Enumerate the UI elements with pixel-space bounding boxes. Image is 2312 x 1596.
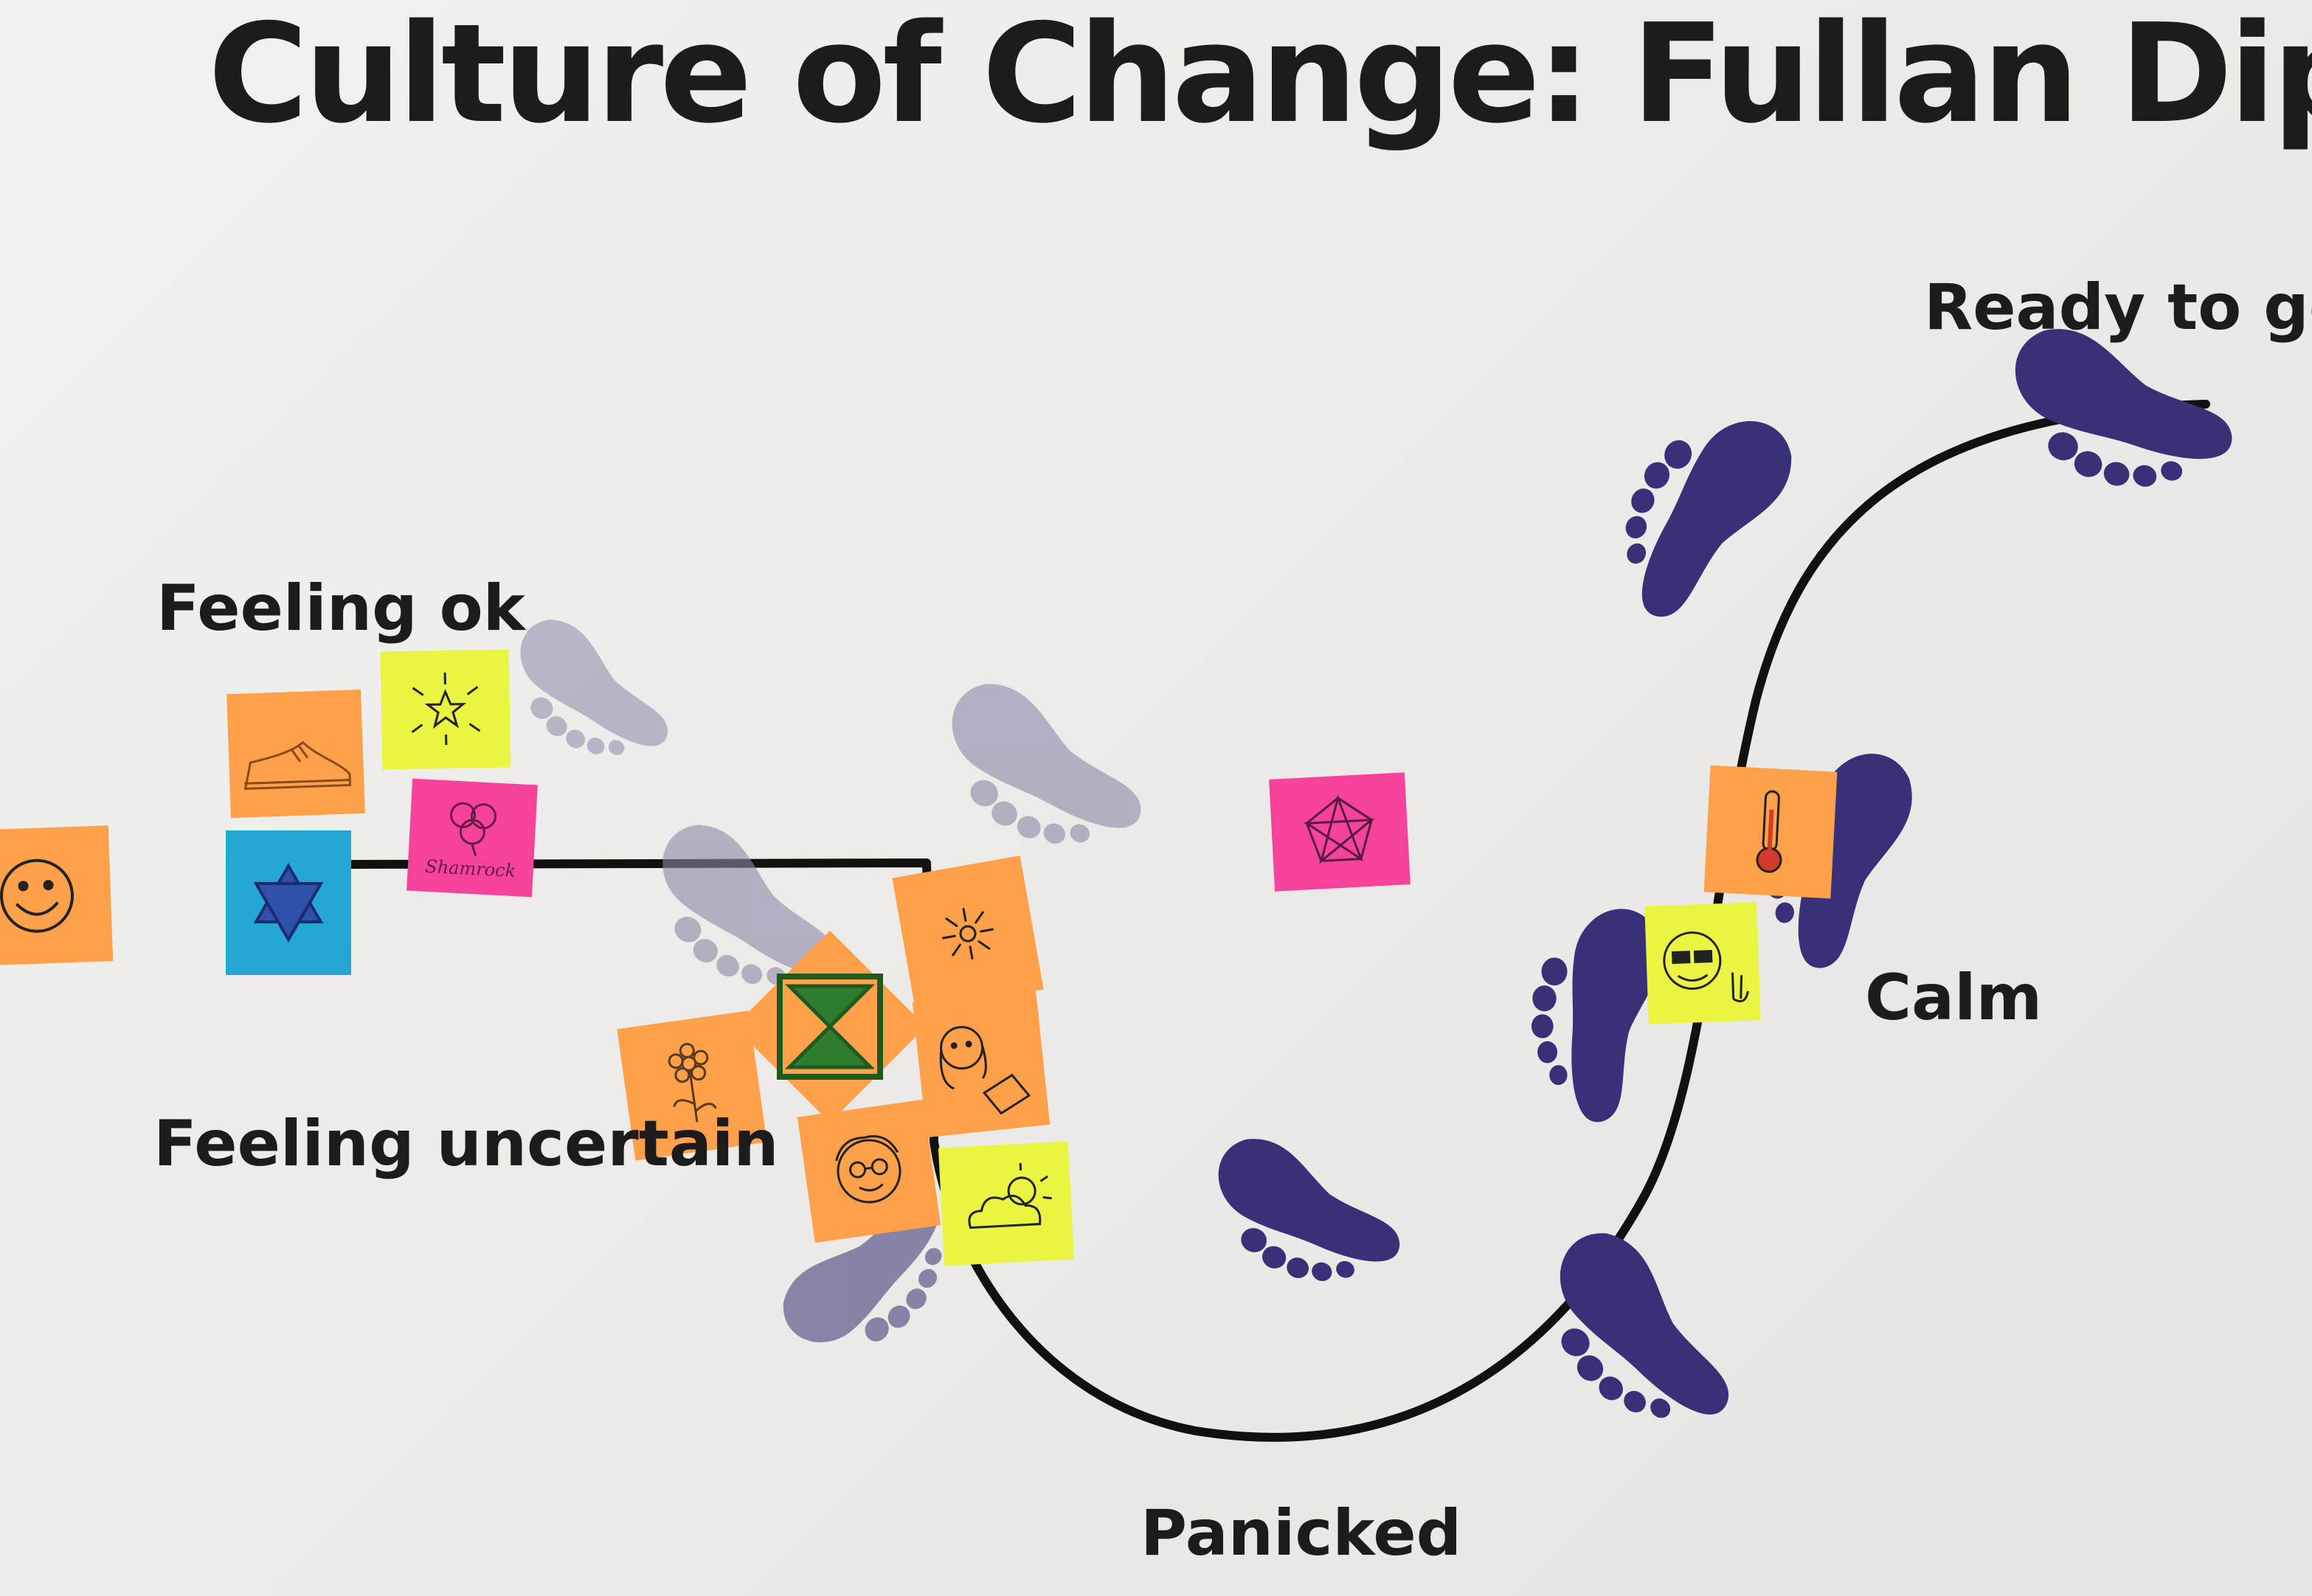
sticky-note-star-of-david [226, 830, 351, 975]
sunglasses-face-icon [1663, 931, 1749, 1002]
poster-title: Culture of Change: Fullan Dip [208, 0, 2312, 153]
girl-with-book-icon [939, 1026, 1031, 1115]
hourglass-icon [777, 974, 883, 1080]
sticky-note-cool-emoji [1644, 902, 1761, 1024]
sticky-note-hourglass [733, 930, 927, 1123]
smiley-icon [0, 858, 75, 933]
thermometer-icon [1756, 790, 1782, 873]
fullan-dip-curve [348, 400, 2210, 1442]
face-with-glasses-icon [835, 1135, 901, 1204]
sticky-note-sun [892, 856, 1044, 1012]
shamrock-note-text: Shamrock [425, 856, 516, 881]
footprint-icon [918, 670, 1166, 878]
stage-label-feeling-uncertain: Feeling uncertain [153, 1107, 779, 1181]
pentagram-icon [1303, 794, 1375, 864]
shoe-icon [243, 740, 352, 790]
stage-label-feeling-ok: Feeling ok [156, 572, 525, 645]
stage-label-ready-to-go: Ready to go [1924, 271, 2312, 344]
stage-label-panicked: Panicked [1141, 1496, 1462, 1570]
footprint-icon [1510, 1216, 1766, 1461]
shamrock-icon [450, 802, 497, 856]
sticky-note-sparkle-star [380, 649, 511, 770]
sticky-note-curly-face [797, 1099, 941, 1243]
footprint-icon [1591, 385, 1806, 643]
sticky-note-flower [617, 1010, 767, 1161]
sticky-note-sun-cloud [938, 1141, 1075, 1266]
footprint-icon [1192, 1128, 1419, 1308]
stage-label-calm: Calm [1865, 961, 2043, 1035]
footprint-icon [1991, 319, 2249, 513]
sticky-note-pentagon-star [1269, 772, 1411, 892]
flower-icon [668, 1042, 717, 1123]
sticky-note-smiley [0, 825, 114, 965]
sticky-note-girl-book [912, 989, 1051, 1138]
sticky-note-thermometer [1703, 765, 1838, 899]
sticky-note-shamrock: Shamrock [406, 778, 538, 898]
six-point-star-icon [253, 863, 324, 943]
sun-behind-cloud-icon [968, 1162, 1052, 1229]
footprint-icon [1531, 909, 1661, 1123]
sticky-note-shoe [226, 689, 365, 819]
star-burst-icon [411, 672, 481, 746]
